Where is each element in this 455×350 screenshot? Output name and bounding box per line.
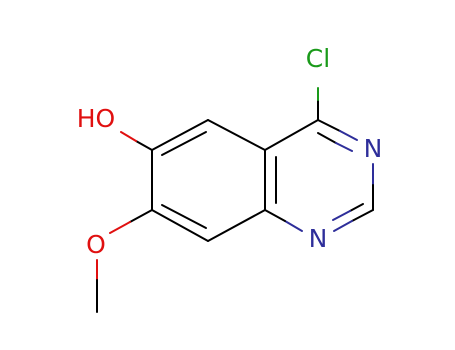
bond-c6-o-a: [135, 140, 153, 151]
substituents: [96, 87, 319, 313]
bond-n1-c8a-a: [284, 220, 303, 232]
bond-c8-c7: [151, 209, 209, 242]
bond-n1-c8a-b: [264, 209, 286, 222]
atom-label-ho: HO: [77, 104, 115, 133]
benzene-ring: [151, 119, 277, 242]
bond-c2-n1-inner-a: [349, 203, 364, 212]
atom-label-n3: N: [364, 134, 383, 163]
bond-c4-n3-b: [339, 130, 358, 141]
bond-c2-n1-a: [351, 209, 374, 222]
bond-c2-n1-inner-b: [332, 210, 351, 221]
atom-label-cl: Cl: [306, 44, 330, 73]
pyrimidine-ring: [264, 119, 374, 232]
bond-c4-n3-a: [317, 119, 341, 132]
bond-c4-n3-inner-b: [335, 142, 353, 152]
bond-c8a-c8: [207, 209, 266, 242]
atom-labels: Cl N N HO O: [77, 44, 383, 259]
bond-c6-c5: [151, 119, 209, 151]
bond-c7-o-a: [129, 209, 153, 223]
atom-label-o-methoxy: O: [86, 230, 106, 259]
bond-c8-c7-inner: [161, 204, 207, 229]
bond-c4a-c4: [264, 119, 319, 151]
bond-c4-n3-inner: [317, 132, 337, 144]
bond-c2-n1-b: [333, 220, 353, 232]
atom-label-n1: N: [309, 224, 328, 253]
bond-c6-c5-inner: [161, 131, 207, 156]
bond-c6-o-b: [120, 131, 137, 142]
bond-c7-o-b: [109, 221, 131, 234]
bond-c5-c4a: [207, 119, 266, 151]
